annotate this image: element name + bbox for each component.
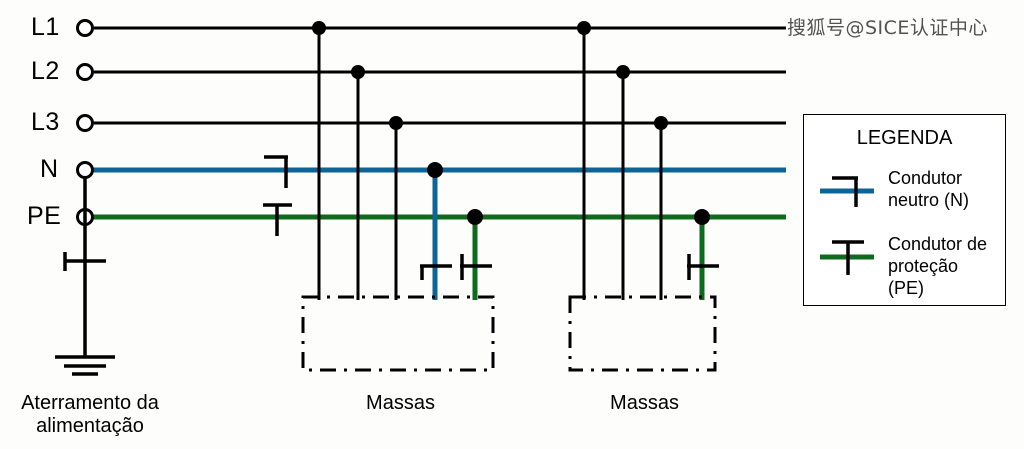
bus-label-PE: PE bbox=[27, 202, 62, 230]
junction-dot-PE-group2 bbox=[694, 209, 710, 225]
load-enclosure-group2 bbox=[568, 295, 717, 372]
caption-load-group-2: Massas bbox=[610, 392, 679, 414]
legend-label-protective-earth: Condutor de proteção (PE) bbox=[888, 234, 988, 298]
bus-label-L1: L1 bbox=[31, 13, 60, 41]
legend-label-neutral: Condutor neutro (N) bbox=[888, 168, 970, 210]
caption-load-group-1: Massas bbox=[366, 392, 435, 414]
bus-label-N: N bbox=[40, 155, 59, 183]
legend-item-protective-earth: Condutor de proteção (PE) bbox=[816, 233, 997, 300]
junction-dot-L1-group2 bbox=[577, 21, 591, 35]
junction-dot-L2-group2 bbox=[616, 65, 630, 79]
junction-dot-L3-group1 bbox=[389, 116, 403, 130]
terminal-L2 bbox=[76, 63, 94, 81]
neutral-conductor-symbol bbox=[816, 167, 878, 213]
watermark-text: 搜狐号@SICE认证中心 bbox=[787, 17, 988, 39]
terminal-L1 bbox=[76, 19, 94, 37]
legend-item-neutral: Condutor neutro (N) bbox=[816, 167, 997, 213]
terminal-L3 bbox=[76, 114, 94, 132]
legend-title: LEGENDA bbox=[856, 127, 953, 149]
junction-dot-N-group1 bbox=[427, 162, 443, 178]
junction-dot-L3-group2 bbox=[654, 116, 668, 130]
protective-conductor-symbol bbox=[816, 233, 878, 279]
junction-dot-L1-group1 bbox=[312, 21, 326, 35]
bus-label-L2: L2 bbox=[31, 57, 60, 85]
bus-label-L3: L3 bbox=[31, 108, 60, 136]
load-enclosure-group1 bbox=[301, 295, 495, 372]
junction-dot-PE-group1 bbox=[467, 209, 483, 225]
legend-panel: LEGENDA Condutor neutro (N) Condutor de … bbox=[803, 114, 1006, 306]
terminal-N bbox=[76, 161, 94, 179]
caption-supply-earth: Aterramento da alimentação bbox=[21, 392, 159, 437]
junction-dot-L2-group1 bbox=[351, 65, 365, 79]
